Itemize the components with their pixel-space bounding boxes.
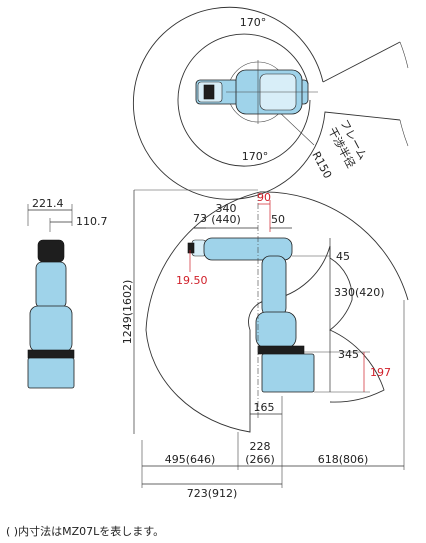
dim-197: 197	[370, 366, 391, 379]
side-envelope-upper	[259, 191, 409, 301]
dim-330: 330(420)	[334, 286, 385, 299]
dim-618: 618(806)	[318, 453, 369, 466]
top-outer-range-arc	[132, 6, 401, 200]
front-view: 221.4 110.7	[27, 197, 108, 389]
footnote: ( )内寸法はMZ07Lを表します。	[6, 525, 165, 538]
top-robot-flange	[203, 84, 215, 100]
interference-radius-value: R150	[309, 149, 334, 180]
side-lower-arm	[261, 255, 287, 317]
dim-495: 495(646)	[165, 453, 216, 466]
side-base-plate	[257, 345, 305, 355]
front-width: 221.4	[32, 197, 64, 210]
dim-266: (266)	[245, 453, 275, 466]
dim-90: 90	[257, 191, 271, 204]
front-wrist	[37, 239, 65, 263]
side-upper-arm	[203, 237, 293, 261]
top-range-ray-upper	[322, 41, 401, 83]
front-offset: 110.7	[76, 215, 108, 228]
dim-340: 340	[216, 202, 237, 215]
dim-228: 228	[250, 440, 271, 453]
side-shoulder	[255, 311, 297, 349]
side-tool-plate	[187, 242, 195, 254]
side-base	[261, 353, 315, 393]
top-inner-range-arc	[177, 33, 311, 167]
dim-1950: 19.50	[176, 274, 208, 287]
dim-45: 45	[336, 250, 350, 263]
dim-723: 723(912)	[187, 487, 238, 500]
side-view: 340 (440) 90 73 50 45 19.50 330(420) 124…	[121, 189, 409, 500]
dim-1249: 1249(1602)	[121, 280, 134, 345]
top-angle-upper: 170°	[240, 16, 267, 29]
dim-50: 50	[271, 213, 285, 226]
front-base	[27, 357, 75, 389]
top-outer-arc-tip-lower	[399, 119, 409, 147]
front-base-plate	[27, 349, 75, 359]
front-upper-arm	[35, 261, 67, 309]
front-lower-arm	[29, 305, 73, 353]
dim-440: (440)	[211, 213, 241, 226]
top-outer-arc-tip-upper	[399, 41, 409, 69]
top-view: 170° 170° R150 干渉半径 フレーム	[132, 6, 409, 200]
dim-165: 165	[254, 401, 275, 414]
dim-345: 345	[338, 348, 359, 361]
top-angle-lower: 170°	[242, 150, 269, 163]
dim-73: 73	[193, 212, 207, 225]
